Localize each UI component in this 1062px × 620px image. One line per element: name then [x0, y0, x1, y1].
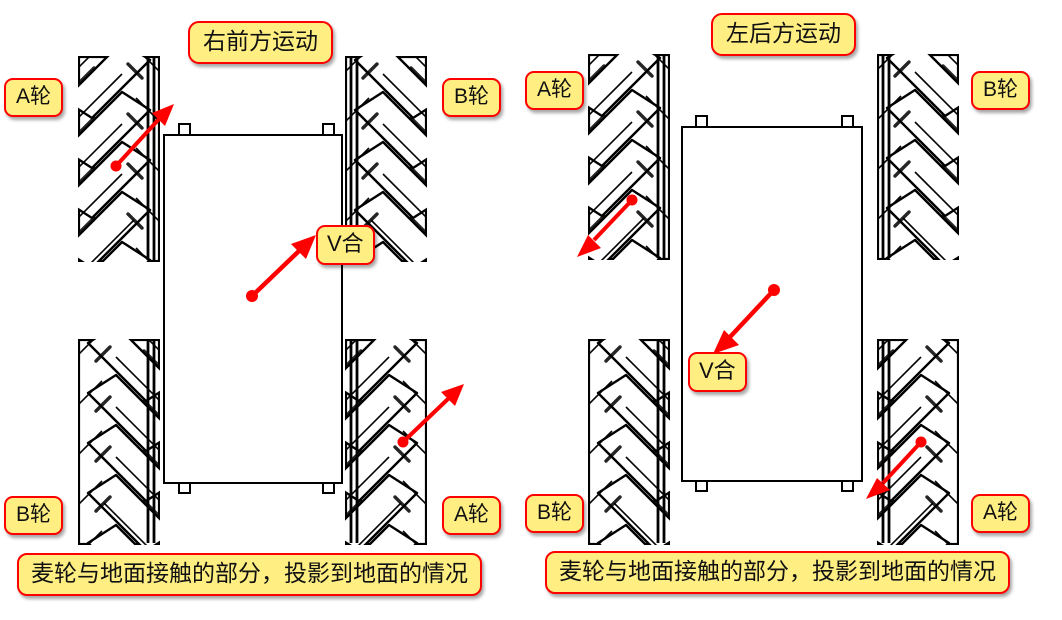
- wheel-front-left: [588, 54, 670, 260]
- wheel-label-front-right: B轮: [442, 78, 502, 117]
- wheel-rear-left: [588, 339, 670, 545]
- resultant-velocity-label: V合: [688, 352, 747, 392]
- diagram-caption-right: 麦轮与地面接触的部分，投影到地面的情况: [545, 551, 1010, 594]
- wheel-label-front-left: A轮: [525, 71, 585, 110]
- diagram-right-forward-motion: 右前方运动: [4, 21, 502, 596]
- wheel-label-rear-right: A轮: [442, 496, 502, 535]
- wheel-front-left: [78, 56, 160, 262]
- resultant-velocity-label: V合: [316, 225, 375, 265]
- wheel-rear-right: [345, 339, 427, 545]
- chassis-body: [681, 126, 863, 482]
- diagram-caption-left: 麦轮与地面接触的部分，投影到地面的情况: [17, 553, 482, 596]
- wheel-front-right: [877, 54, 959, 260]
- wheel-label-rear-right: A轮: [971, 494, 1031, 533]
- wheel-rear-right: [877, 339, 959, 545]
- wheel-label-rear-left: B轮: [525, 494, 585, 533]
- diagram-left-backward-motion: 左后方运动: [525, 0, 1062, 620]
- chassis-body: [163, 134, 343, 484]
- wheel-label-rear-left: B轮: [4, 496, 64, 535]
- wheel-label-front-right: B轮: [971, 71, 1031, 110]
- diagram-title-left: 右前方运动: [188, 21, 333, 64]
- wheel-rear-left: [78, 339, 160, 545]
- wheel-label-front-left: A轮: [4, 78, 64, 117]
- diagram-title-right: 左后方运动: [711, 13, 856, 56]
